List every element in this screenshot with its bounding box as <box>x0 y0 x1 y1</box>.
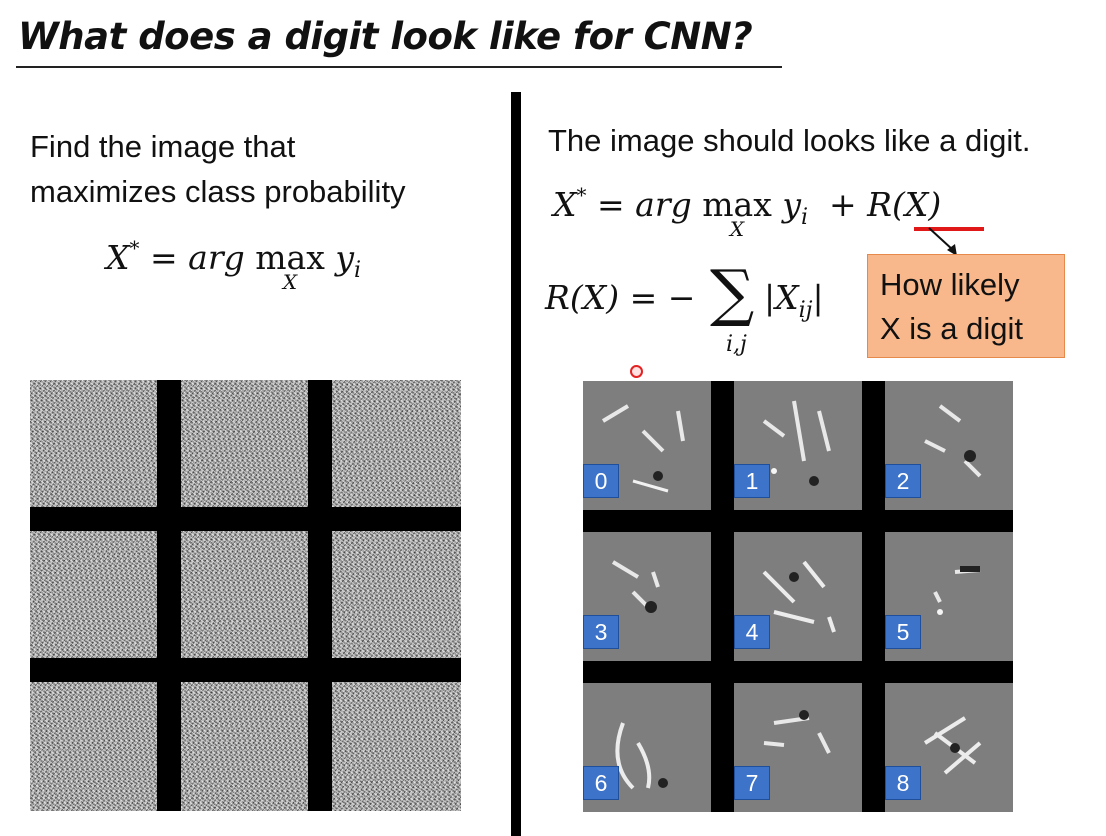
annotation-line-2: X is a digit <box>880 311 1024 346</box>
formula-star: * <box>576 183 587 207</box>
sum-sign: ∑ <box>710 256 755 329</box>
digit-image-grid: 0 1 2 3 4 5 6 7 8 <box>583 381 1013 812</box>
formula-y: y <box>335 238 354 277</box>
digit-tile: 2 <box>885 381 1013 510</box>
noise-tile <box>332 682 461 811</box>
formula-max-sub: X <box>282 270 298 294</box>
digit-tile: 8 <box>885 683 1013 812</box>
column-divider <box>511 92 521 836</box>
title-underline <box>16 66 782 68</box>
reg-lhs: R(X) <box>545 278 620 317</box>
noise-tile <box>332 380 461 507</box>
digit-label: 4 <box>734 615 770 649</box>
formula-eq: = <box>597 185 625 224</box>
cursor-pointer-icon <box>630 365 643 378</box>
digit-tile: 0 <box>583 381 711 510</box>
slide-title: What does a digit look like for CNN? <box>18 15 753 58</box>
noise-tile <box>181 531 308 658</box>
digit-label: 6 <box>583 766 619 800</box>
annotation-line-1: How likely <box>880 267 1020 302</box>
right-description: The image should looks like a digit. <box>548 123 1031 158</box>
digit-tile: 6 <box>583 683 711 812</box>
abs-close: | <box>812 278 824 317</box>
formula-lhs: X <box>106 238 130 277</box>
abs-term: |Xij| <box>764 278 824 323</box>
digit-label: 2 <box>885 464 921 498</box>
left-text-line-2: maximizes class probability <box>30 174 406 209</box>
formula-arg: arg <box>635 185 692 224</box>
formula-max-sub: X <box>729 217 745 241</box>
noise-tile <box>30 380 157 507</box>
digit-tile: 4 <box>734 532 862 661</box>
digit-label: 3 <box>583 615 619 649</box>
digit-label: 0 <box>583 464 619 498</box>
noise-tile <box>181 682 308 811</box>
digit-tile: 5 <box>885 532 1013 661</box>
annotation-box: How likely X is a digit <box>867 254 1065 358</box>
formula-plus: + <box>829 185 857 224</box>
digit-tile: 1 <box>734 381 862 510</box>
noise-tile <box>30 682 157 811</box>
formula-max-text: max <box>702 185 772 224</box>
noise-tile <box>30 531 157 658</box>
reg-eq-minus: = − <box>629 278 696 317</box>
noise-tile <box>181 380 308 507</box>
formula-star: * <box>129 236 140 260</box>
noise-tile <box>332 531 461 658</box>
digit-label: 5 <box>885 615 921 649</box>
sum-subscript: i,j <box>726 332 747 357</box>
formula-max-text: max <box>255 238 325 277</box>
formula-lhs: X <box>553 185 577 224</box>
abs-open: | <box>764 278 776 317</box>
formula-y-sub: i <box>353 258 362 283</box>
regularizer-highlight <box>914 227 984 231</box>
digit-label: 7 <box>734 766 770 800</box>
formula-y-sub: i <box>800 205 809 230</box>
left-text-line-1: Find the image that <box>30 129 296 164</box>
formula-arg: arg <box>188 238 245 277</box>
arrow-icon <box>928 227 957 256</box>
noise-image-grid <box>30 380 461 811</box>
formula-regularizer: R(X) <box>867 185 942 224</box>
digit-tile: 3 <box>583 532 711 661</box>
digit-label: 1 <box>734 464 770 498</box>
abs-x: X <box>775 278 799 317</box>
formula-y: y <box>782 185 801 224</box>
digit-tile: 7 <box>734 683 862 812</box>
abs-x-sub: ij <box>798 298 813 323</box>
right-formula-regularizer: R(X) = − <box>545 278 695 317</box>
digit-label: 8 <box>885 766 921 800</box>
formula-eq: = <box>150 238 178 277</box>
left-description: Find the image that maximizes class prob… <box>30 124 490 214</box>
